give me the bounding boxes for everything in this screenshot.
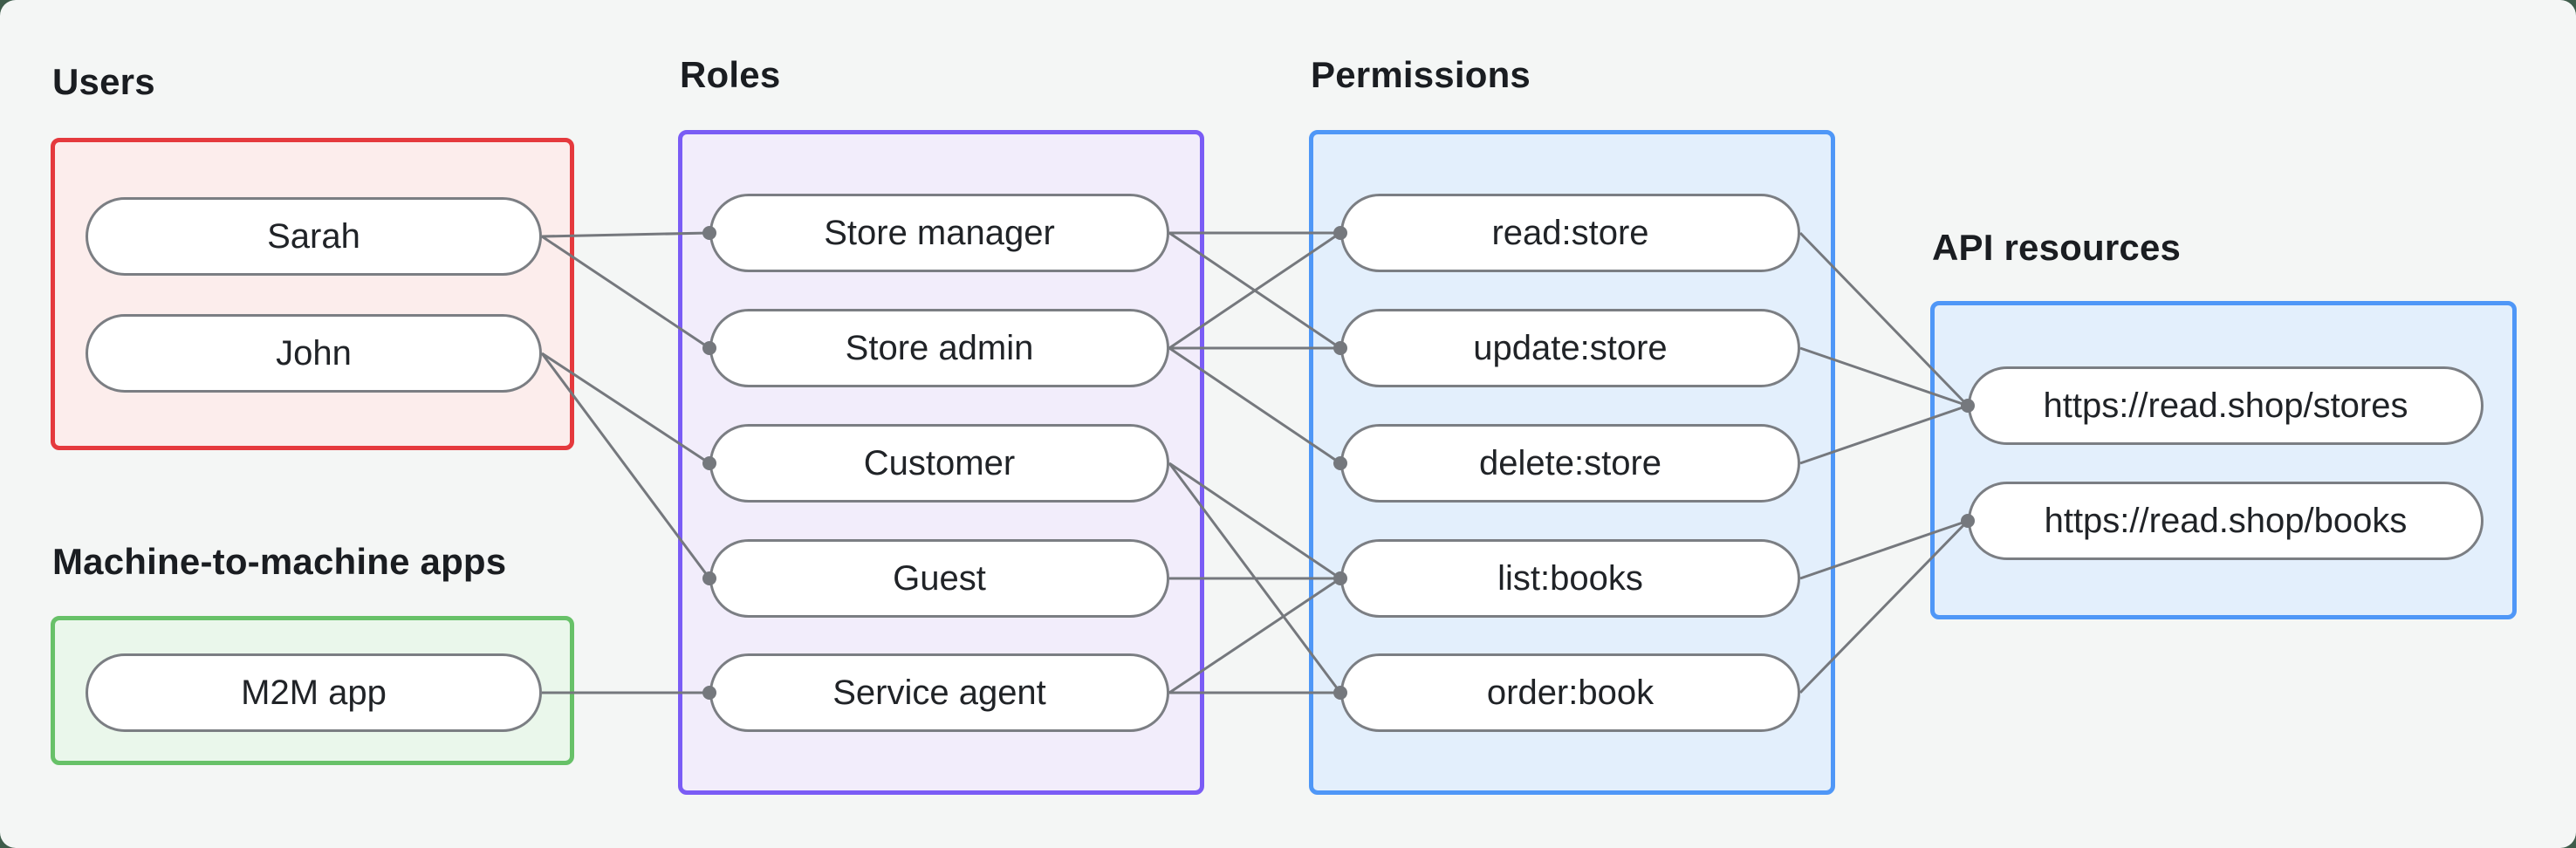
node-customer: Customer — [709, 424, 1169, 503]
node-store-manager: Store manager — [709, 194, 1169, 272]
node-john: John — [86, 314, 542, 393]
node-sarah: Sarah — [86, 197, 542, 276]
group-label-roles: Roles — [680, 54, 781, 95]
group-label-users: Users — [52, 61, 155, 102]
group-label-m2m: Machine-to-machine apps — [52, 541, 507, 582]
group-box-api — [1930, 301, 2517, 619]
group-box-users — [51, 138, 574, 450]
node-m2m-app: M2M app — [86, 653, 542, 732]
node-service-agent: Service agent — [709, 653, 1169, 732]
node-list-books: list:books — [1340, 539, 1800, 618]
node-read-store: read:store — [1340, 194, 1800, 272]
node-api-stores: https://read.shop/stores — [1968, 366, 2484, 445]
node-delete-store: delete:store — [1340, 424, 1800, 503]
node-api-books: https://read.shop/books — [1968, 482, 2484, 560]
group-label-api: API resources — [1932, 227, 2182, 268]
node-order-book: order:book — [1340, 653, 1800, 732]
node-update-store: update:store — [1340, 309, 1800, 387]
node-store-admin: Store admin — [709, 309, 1169, 387]
node-guest: Guest — [709, 539, 1169, 618]
group-label-permissions: Permissions — [1311, 54, 1531, 95]
